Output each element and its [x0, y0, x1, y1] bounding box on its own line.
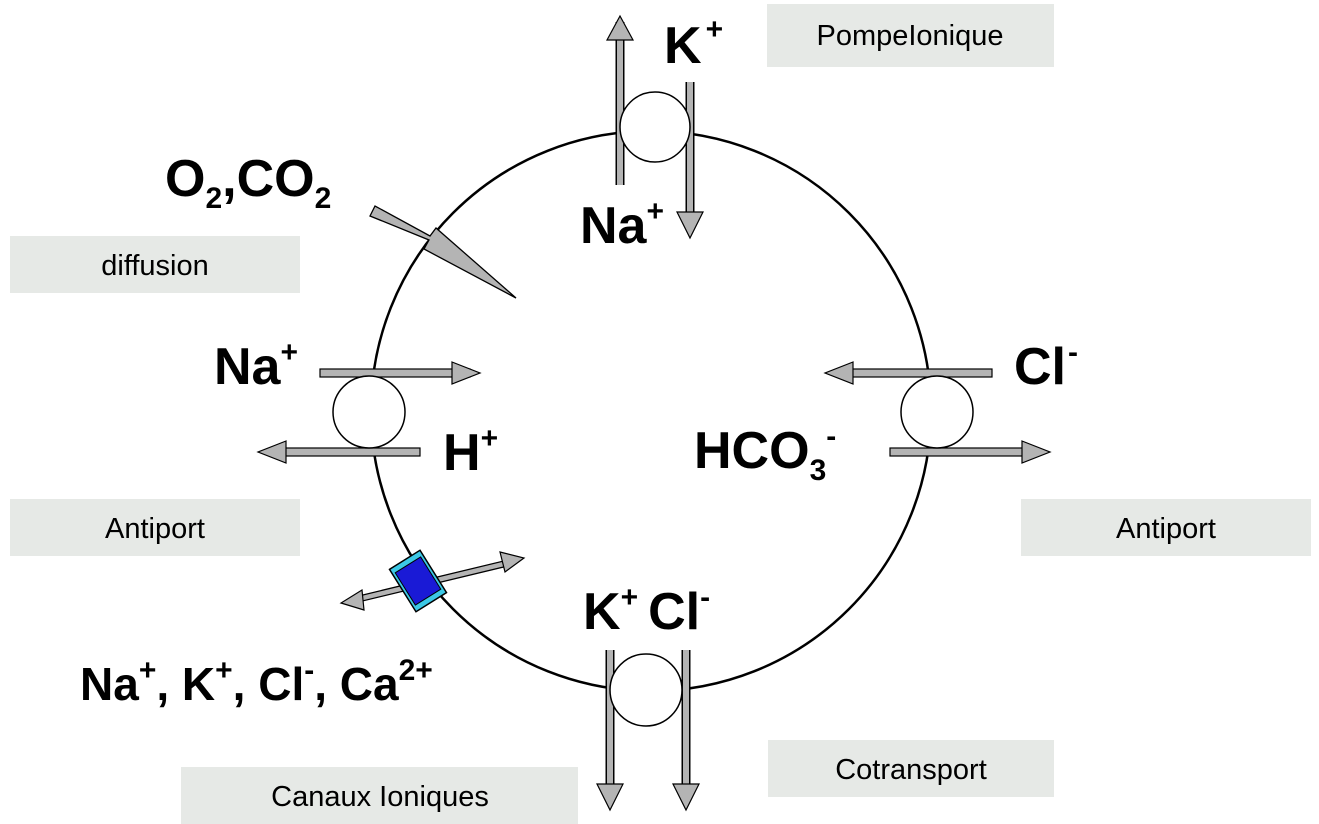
antiport-left-h-label: H+	[443, 422, 498, 482]
antiport-left-h-arrow	[256, 440, 287, 464]
label-boxes: PompeIonique diffusion Antiport Antiport…	[10, 4, 1311, 824]
antiport-right	[823, 361, 1052, 464]
pump-k-label: K+	[664, 13, 723, 75]
diffusion-arrow	[369, 205, 517, 299]
cotransport-box	[768, 740, 1054, 797]
cotransport-carrier	[609, 653, 683, 727]
antiport-right-cl-label: Cl-	[1014, 336, 1078, 396]
pompe-label: PompeIonique	[816, 20, 1003, 52]
antiport-right-box	[1021, 499, 1311, 556]
channel-arrow-in	[499, 551, 526, 574]
antiport-left-na-label: Na+	[214, 336, 298, 396]
cotransport	[596, 650, 700, 812]
diffusion-label: diffusion	[101, 250, 209, 282]
antiport-left-label: Antiport	[105, 513, 205, 545]
antiport-right-label: Antiport	[1116, 513, 1216, 545]
ion-pump	[605, 14, 704, 240]
antiport-right-carrier	[900, 375, 974, 449]
antiport-left-box	[10, 499, 300, 556]
pump-carrier	[619, 91, 691, 163]
cotransport-k-arrow	[596, 783, 624, 812]
pompe-box	[767, 4, 1054, 67]
cotransport-cl-arrow	[672, 783, 700, 812]
canaux-box	[181, 767, 578, 824]
antiport-left-carrier	[332, 375, 406, 449]
ion-channel	[339, 549, 526, 613]
gas-label: O2,CO2	[165, 150, 331, 215]
channel-ions-label: Na+, K+, Cl-, Ca2+	[80, 654, 433, 710]
canaux-label: Canaux Ioniques	[271, 781, 489, 813]
cotransport-label: Cotransport	[835, 754, 987, 786]
pump-na-label: Na+	[580, 195, 664, 255]
cotransport-label-ions: K+Cl-	[583, 581, 710, 641]
diffusion-box	[10, 236, 300, 293]
antiport-left-na-arrow	[451, 361, 482, 385]
channel-arrow-out	[339, 588, 365, 611]
channel-protein	[388, 549, 448, 613]
antiport-right-hco3-arrow	[1021, 440, 1052, 464]
antiport-right-cl-arrow	[823, 361, 854, 385]
antiport-right-hco3-label: HCO3-	[694, 420, 836, 487]
antiport-left	[256, 361, 482, 464]
